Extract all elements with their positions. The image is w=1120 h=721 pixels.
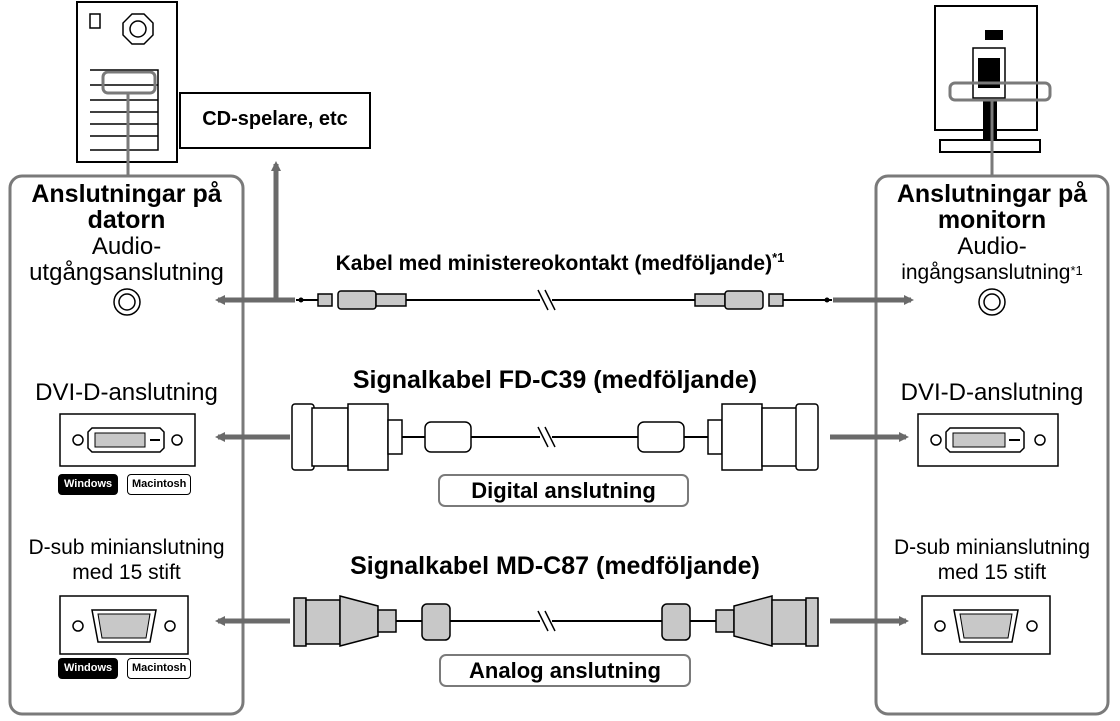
audio-jack-computer [113, 288, 141, 316]
audio-cable [296, 289, 832, 311]
computer-dsub-label-line1: D-sub minianslutning [28, 536, 225, 559]
computer-panel-title-line1: Anslutningar på [31, 180, 222, 208]
windows-badge: Windows [58, 658, 119, 679]
monitor-dsub-label-line1: D-sub minianslutning [893, 536, 1091, 559]
monitor-panel-title-line2: monitorn [937, 206, 1047, 234]
monitor-panel-title-line1: Anslutningar på [896, 180, 1088, 208]
computer-panel-title-line2: datorn [87, 206, 166, 234]
audio-jack-monitor [978, 288, 1006, 316]
computer-audio-label-line1: Audio- [91, 233, 162, 260]
monitor-audio-footnote: *1 [1070, 263, 1083, 278]
monitor-audio-label-line1: Audio- [957, 233, 1027, 260]
monitor-audio-label-text: ingångsanslutning [901, 261, 1071, 284]
digital-connection-box [438, 474, 689, 507]
analog-cable-label: Signalkabel MD-C87 (medföljande) [350, 552, 760, 580]
dvi-port-computer [59, 413, 196, 467]
audio-cable-label: Kabel med ministereokontakt (medföljande… [250, 250, 870, 276]
computer-audio-label-line2: utgångsanslutning [29, 259, 224, 286]
audio-cable-footnote: *1 [772, 250, 785, 265]
analog-connection-box [439, 654, 691, 687]
monitor-dvi-label: DVI-D-anslutning [900, 379, 1084, 406]
digital-connection-label: Digital anslutning [471, 478, 656, 503]
macintosh-badge: Macintosh [127, 474, 192, 495]
windows-badge: Windows [58, 474, 119, 495]
computer-dvi-label: DVI-D-anslutning [35, 379, 218, 406]
analog-connection-label: Analog anslutning [469, 658, 661, 683]
macintosh-badge: Macintosh [127, 658, 192, 679]
monitor-dsub-label-line2: med 15 stift [937, 561, 1047, 584]
computer-dsub-label-line2: med 15 stift [72, 561, 181, 584]
audio-cable-label-text: Kabel med ministereokontakt (medföljande… [335, 252, 773, 275]
monitor-back-illustration [934, 5, 1052, 177]
cd-player-box [179, 92, 371, 149]
dsub-port-monitor [921, 595, 1051, 655]
dvi-cable [291, 403, 819, 471]
computer-tower-illustration [76, 1, 178, 177]
monitor-audio-label-line2: ingångsanslutning*1 [876, 261, 1108, 285]
dvi-cable-label: Signalkabel FD-C39 (medföljande) [352, 366, 758, 394]
dvi-port-monitor [917, 413, 1059, 467]
cd-player-label: CD-spelare, etc [202, 108, 348, 130]
dsub-port-computer [59, 595, 189, 655]
analog-cable [293, 595, 819, 647]
